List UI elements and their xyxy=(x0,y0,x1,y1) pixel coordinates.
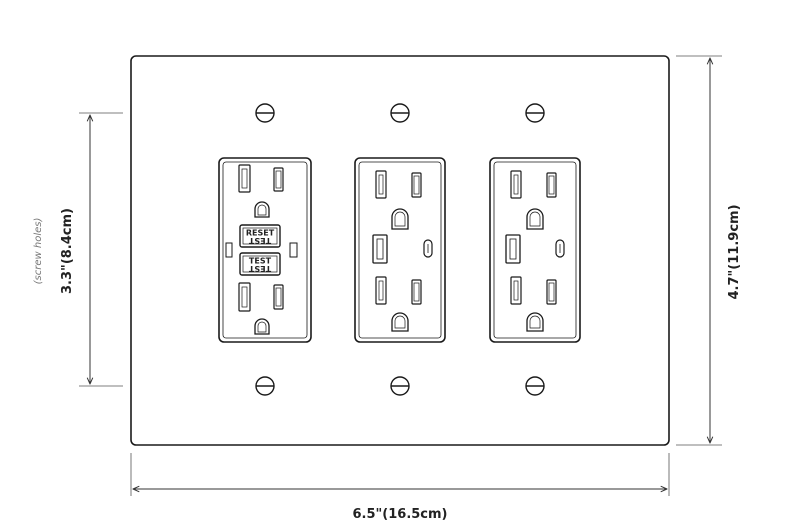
top-screws xyxy=(255,103,545,123)
test-mirror-label: TEST xyxy=(248,264,271,273)
test-button[interactable] xyxy=(239,252,281,276)
height-label: 4.7"(11.9cm) xyxy=(727,204,742,299)
slotted-screw-icon xyxy=(390,103,410,123)
reset-label: RESET xyxy=(246,229,275,238)
reset-button[interactable] xyxy=(239,224,281,248)
gfci-bottom-slot-right xyxy=(273,284,284,310)
usb-outlet-right xyxy=(489,157,581,343)
slotted-screw-icon xyxy=(255,103,275,123)
reset-mirror-label: TEST xyxy=(248,236,271,245)
height-dimension: 4.7"(11.9cm) xyxy=(676,55,742,446)
gfci-top-slot-right xyxy=(273,167,284,192)
test-label: TEST xyxy=(249,257,272,266)
screw-span-label: 3.3"(8.4cm) xyxy=(60,208,75,294)
screw-span-note: (screw holes) xyxy=(33,218,44,285)
width-dimension: 6.5"(16.5cm) xyxy=(130,453,670,522)
slotted-screw-icon xyxy=(525,103,545,123)
slotted-screw-icon xyxy=(390,376,410,396)
slotted-screw-icon xyxy=(525,376,545,396)
screw-span-dimension: 3.3"(8.4cm) (screw holes) xyxy=(33,112,123,387)
gfci-top-ground-hole xyxy=(254,201,270,218)
gfci-outlet: RESET TEST TEST TEST xyxy=(218,157,312,343)
usb-c-port-icon[interactable] xyxy=(423,239,433,258)
usb-a-port-icon[interactable] xyxy=(372,234,388,264)
usb-a-port-icon[interactable] xyxy=(505,234,521,264)
width-label: 6.5"(16.5cm) xyxy=(352,507,447,522)
usb-outlet-center xyxy=(354,157,446,343)
gfci-bottom-ground-hole xyxy=(254,318,270,335)
slotted-screw-icon xyxy=(255,376,275,396)
usb-c-port-icon[interactable] xyxy=(555,239,565,258)
bottom-screws xyxy=(255,376,545,396)
